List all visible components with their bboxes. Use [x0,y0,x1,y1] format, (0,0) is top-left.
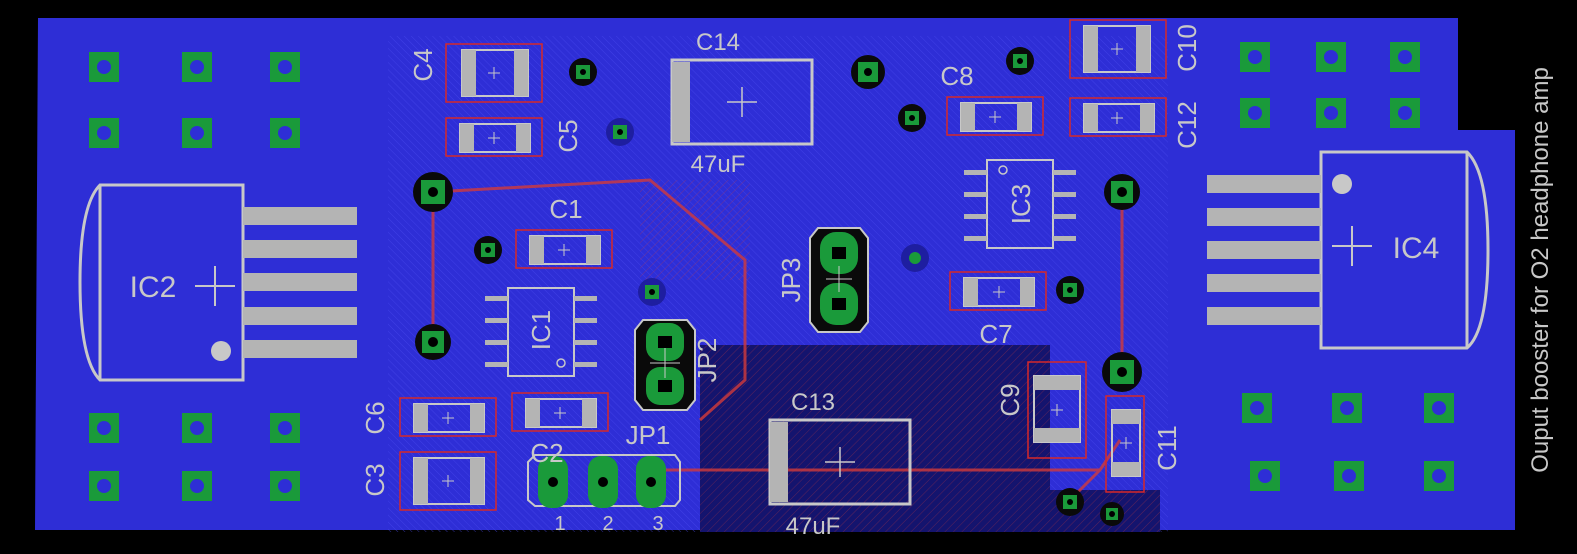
c8-footprint [946,96,1044,136]
c2-label: C2 [530,438,563,468]
c13-label: C13 [791,389,835,416]
c7-label: C7 [979,319,1012,349]
c9-label: C9 [995,383,1025,416]
c12-footprint [1069,97,1167,137]
through-hole-pads [413,172,1142,392]
c4-label: C4 [408,48,438,81]
top-traces [431,178,1124,502]
c7-footprint [949,271,1047,311]
jp3-label: JP3 [776,258,806,303]
jp1-pin-2: 2 [602,513,613,535]
c10-label: C10 [1172,24,1202,72]
c1-footprint [515,229,613,269]
c3-label: C3 [360,463,390,496]
ic4-regulator [1207,150,1490,350]
c8-label: C8 [940,61,973,91]
c2-footprint [511,392,609,432]
c11-label: C11 [1152,425,1182,471]
ic1-label: IC1 [526,310,556,350]
small-vias [474,47,1124,526]
c5-label: C5 [553,119,583,152]
c6-label: C6 [360,401,390,434]
c10-footprint [1069,19,1167,79]
c13-electrolytic [768,418,912,506]
via-grid-left [89,52,300,501]
smd-capacitors [399,19,1167,511]
c14-label: C14 [696,29,740,56]
c1-label: C1 [549,194,582,224]
ic2-regulator [78,183,357,382]
jp1-label: JP1 [626,420,671,450]
c14-electrolytic [670,58,814,146]
jp1-pin-3: 3 [652,513,663,535]
bottom-copper-pour [35,18,1515,532]
ic1-opamp [485,287,597,377]
jp1-jumper [527,454,681,508]
ic4-label: IC4 [1393,232,1440,265]
ic3-label: IC3 [1006,184,1036,224]
ic3-opamp [964,159,1076,249]
c14-value: 47uF [691,151,746,178]
c9-footprint [1027,361,1087,459]
c11-footprint [1105,395,1145,493]
board-title: Ouput booster for O2 headphone amp [1527,67,1554,473]
c4-footprint [445,43,543,103]
jp1-pin-1: 1 [554,513,565,535]
c3-footprint [399,451,497,511]
jp3-jumper [809,227,869,333]
c12-label: C12 [1172,101,1202,149]
ic2-label: IC2 [130,271,177,304]
jp2-label: JP2 [692,338,722,383]
silkscreen-labels: C14 47uF C13 47uF C1 C8 C7 C2 JP1 1 2 3 … [130,24,1554,540]
c13-value: 47uF [786,513,841,540]
jp2-jumper [634,319,696,411]
via-grid-right [1240,42,1454,491]
c6-footprint [399,397,497,437]
c5-footprint [445,117,543,157]
